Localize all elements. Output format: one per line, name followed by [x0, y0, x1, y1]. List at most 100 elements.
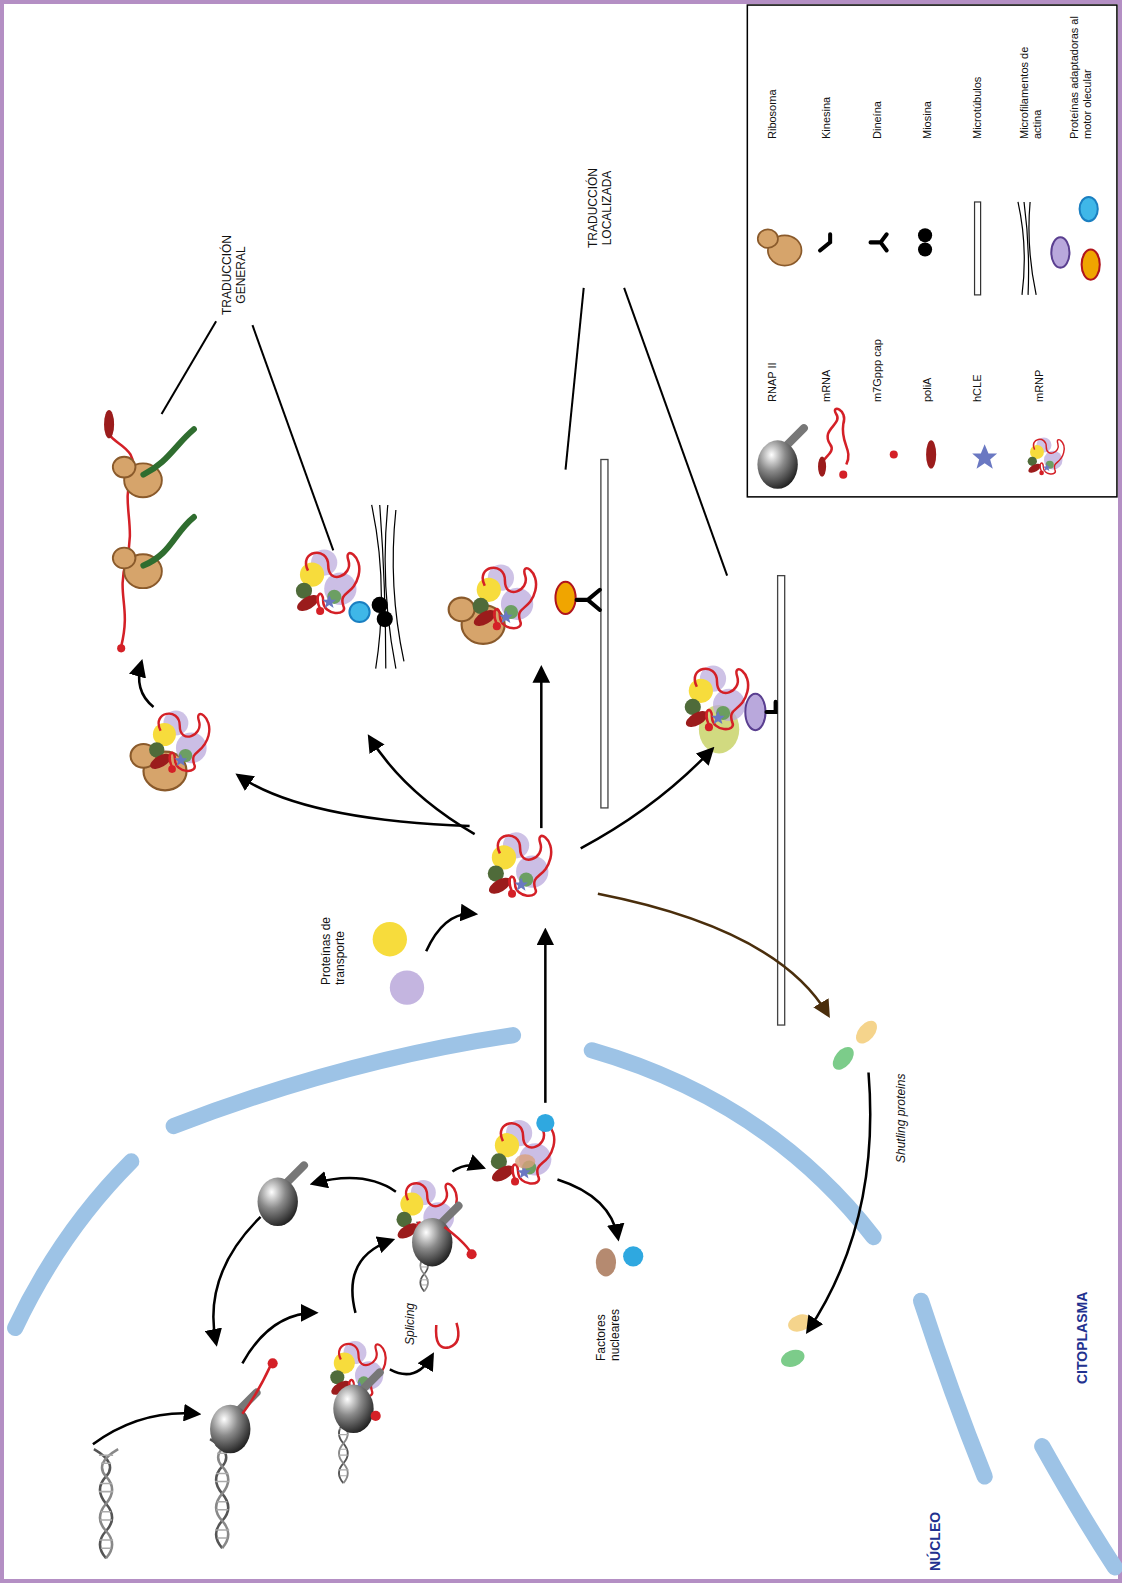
rnap-ii	[333, 1372, 379, 1433]
hcle-sample	[972, 444, 997, 468]
dynein	[577, 590, 600, 610]
rnap-ii	[258, 1165, 304, 1226]
kinesin	[767, 702, 776, 712]
legend-label: Ribosoma	[766, 19, 779, 139]
nuclear-factor	[623, 1246, 643, 1266]
adaptor-protein	[745, 694, 765, 730]
ribosome	[113, 457, 162, 498]
legend-label: Proteínas adaptadoras al motor olecular	[1068, 14, 1094, 139]
arrow	[390, 1355, 432, 1374]
cap-dot	[268, 1358, 278, 1368]
leader-line	[162, 321, 217, 414]
arrow	[242, 1313, 315, 1363]
transport-protein	[390, 971, 424, 1005]
nuclear-envelope	[15, 1035, 1115, 1567]
arrow	[544, 931, 547, 1103]
mrnp-complex	[486, 832, 551, 898]
adaptor-sample	[1051, 237, 1069, 267]
arrow	[139, 662, 153, 706]
myosin	[372, 597, 388, 613]
rnap-ii	[412, 1206, 458, 1267]
legend-label: Miosina	[921, 19, 934, 139]
mrnp-complex	[471, 565, 536, 631]
legend-box	[747, 5, 1117, 497]
arrow	[213, 1217, 260, 1343]
leader-line	[252, 325, 333, 550]
envelope-segment	[174, 1035, 513, 1126]
actin-filaments	[372, 505, 404, 669]
polya-sample	[926, 440, 936, 468]
arrow	[557, 1180, 618, 1239]
actin-line	[380, 505, 386, 669]
cap-dot	[117, 644, 125, 652]
actin-line	[372, 505, 382, 669]
legend-label: Dineína	[871, 19, 884, 139]
cap-dot	[371, 1411, 381, 1421]
envelope-segment	[15, 1161, 131, 1328]
polya-tail	[104, 410, 114, 438]
mrna-sample	[818, 409, 848, 479]
section-label: TRADUCCIÓN GENERAL	[220, 225, 249, 325]
callout-label: Proteínas de transporte	[319, 885, 348, 985]
cap-dot	[839, 471, 847, 479]
shuttling-protein	[852, 1017, 881, 1048]
nuclear-factor	[515, 1154, 535, 1168]
ribosome	[113, 548, 162, 589]
nascent-chain	[143, 429, 193, 474]
callout-label: Factores nucleares	[594, 1289, 623, 1361]
region-label: NÚCLEO	[927, 1471, 944, 1571]
legend-label: mRNP	[1033, 282, 1046, 402]
legend-label: hCLE	[971, 282, 984, 402]
shuttling-protein	[829, 1043, 858, 1074]
mrnp-complex	[148, 711, 210, 773]
nuclear-factor	[536, 1114, 554, 1132]
cap-dot	[467, 1249, 477, 1259]
transport-protein	[373, 922, 407, 956]
legend-label: poliA	[921, 282, 934, 402]
dna	[94, 1449, 118, 1558]
legend-label: Microfilamentos de actina	[1018, 44, 1044, 139]
envelope-segment	[921, 1301, 985, 1477]
dynein-sample	[871, 234, 887, 250]
actin-line	[1029, 202, 1036, 295]
arrow	[352, 1240, 391, 1313]
arrow	[238, 776, 469, 826]
microtubule-sample	[975, 202, 981, 295]
region-label: CITOPLASMA	[1074, 1260, 1091, 1384]
envelope-segment	[592, 1050, 874, 1237]
myosin-sample	[918, 242, 932, 256]
envelope-segment	[1042, 1446, 1115, 1567]
mrnp-sample	[1027, 437, 1064, 475]
leader-lines	[162, 288, 728, 576]
leader-line	[566, 288, 584, 470]
spliced-intron	[436, 1323, 458, 1348]
polysome	[104, 410, 194, 652]
legend-label: Microtúbulos	[971, 19, 984, 139]
mrna-line	[444, 1227, 470, 1252]
microtubule	[601, 460, 608, 808]
arrow	[581, 749, 712, 848]
nuclear-factor	[596, 1248, 616, 1276]
kinesin-sample	[820, 234, 830, 250]
arrow	[313, 1178, 396, 1192]
legend-label: RNAP II	[766, 282, 779, 402]
arrow	[540, 669, 543, 829]
dna	[210, 1439, 234, 1548]
legend-label: Kinesina	[820, 19, 833, 139]
shuttling-protein	[779, 1347, 807, 1370]
actin-line	[1024, 202, 1029, 295]
nascent-chain	[143, 517, 193, 565]
polya-tail	[818, 456, 826, 476]
actin-line	[1018, 202, 1024, 295]
mrna-line	[242, 1365, 270, 1413]
actin-line	[393, 510, 404, 661]
arrow	[370, 737, 475, 834]
callout-label: Shutling proteins	[894, 1043, 908, 1163]
cap-sample	[890, 450, 898, 458]
adaptor-sample	[1082, 249, 1100, 279]
legend-label: mRNA	[820, 282, 833, 402]
legend-label: m7Gppp cap	[871, 282, 884, 402]
